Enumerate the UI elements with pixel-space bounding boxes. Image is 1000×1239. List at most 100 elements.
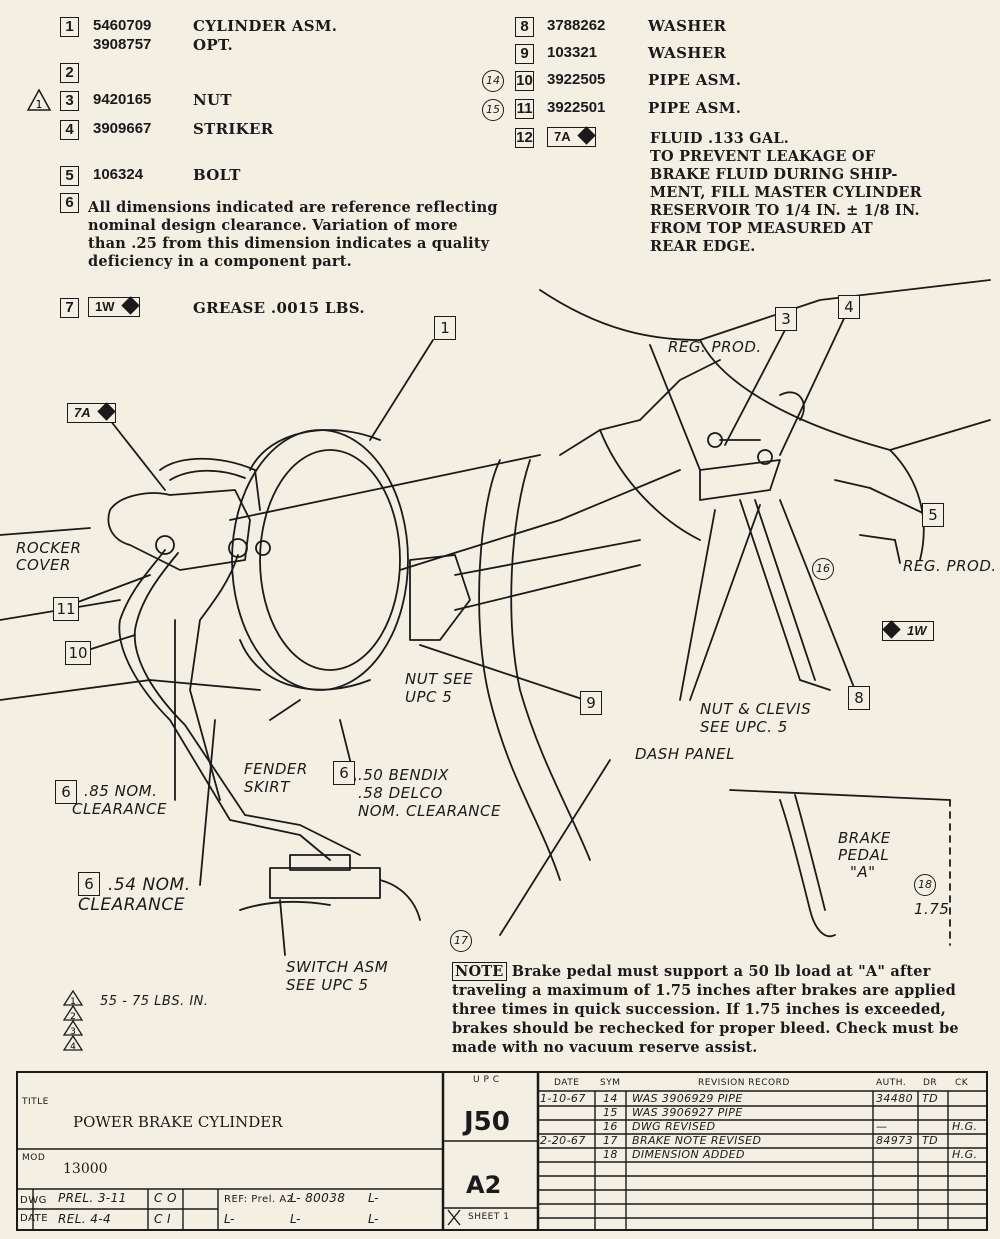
torque-spec: 55 - 75 LBS. IN. bbox=[100, 994, 209, 1009]
reg-prod-label: REG. PROD. bbox=[668, 338, 762, 356]
mod-number: 13000 bbox=[63, 1161, 108, 1177]
rev-date: 2-20-67 bbox=[540, 1134, 586, 1147]
part-number: 3922505 bbox=[547, 71, 606, 88]
fluid-note-line: REAR EDGE. bbox=[650, 238, 756, 255]
rev-auth: 34480 bbox=[876, 1092, 913, 1105]
callout-9: 9 bbox=[580, 691, 602, 715]
rev-dr: TD bbox=[922, 1092, 938, 1105]
rev-sym: 18 bbox=[603, 1148, 618, 1161]
part-desc-opt: OPT. bbox=[193, 36, 233, 54]
l-blank: L- bbox=[368, 1191, 379, 1205]
rev-dr: TD bbox=[922, 1134, 938, 1147]
circle-ref: 15 bbox=[482, 99, 504, 121]
rev-dr-header: DR bbox=[923, 1078, 938, 1088]
part-number: 3922501 bbox=[547, 99, 606, 116]
item-box-5: 5 bbox=[60, 166, 79, 186]
note-label: NOTE bbox=[452, 962, 507, 981]
item-box-3: 3 bbox=[60, 91, 79, 111]
item-box-11: 11 bbox=[515, 99, 534, 119]
rel-date: REL. 4-4 bbox=[58, 1212, 112, 1226]
item-box-10: 10 bbox=[515, 71, 534, 91]
callout-6: 6 bbox=[333, 761, 355, 785]
callout-4: 4 bbox=[838, 295, 860, 319]
callout-6: 6 bbox=[78, 872, 100, 896]
svg-text:3: 3 bbox=[70, 1027, 76, 1037]
diagram-tag-1w: 1W bbox=[882, 620, 934, 641]
mod-label: MOD bbox=[22, 1153, 46, 1163]
pedal-note: NOTE Brake pedal must support a 50 lb lo… bbox=[452, 962, 959, 1056]
rev-auth-header: AUTH. bbox=[876, 1078, 907, 1088]
revision-flags-icon: 1 2 3 4 bbox=[62, 990, 84, 1052]
item-box-1: 1 bbox=[60, 17, 79, 37]
dimension-note-line: deficiency in a component part. bbox=[88, 253, 352, 270]
fluid-note-line: BRAKE FLUID DURING SHIP- bbox=[650, 166, 898, 183]
callout-10: 10 bbox=[65, 641, 91, 665]
dwg-label: DWG bbox=[20, 1195, 47, 1206]
part-number: 9420165 bbox=[93, 91, 152, 108]
rev-sym-header: SYM bbox=[600, 1078, 621, 1088]
diagram-tag-7a: 7A bbox=[67, 402, 116, 423]
dimension-175-label: 1.75 bbox=[914, 900, 950, 918]
fluid-note-line: FROM TOP MEASURED AT bbox=[650, 220, 873, 237]
rev-record-header: REVISION RECORD bbox=[698, 1078, 790, 1088]
rev-sym: 17 bbox=[603, 1134, 618, 1147]
l-blank: L- bbox=[290, 1212, 301, 1226]
item-box-12: 12 bbox=[515, 128, 534, 148]
ref-label: REF: Prel. A2 bbox=[224, 1194, 294, 1205]
item-box-4: 4 bbox=[60, 120, 79, 140]
diamond-icon bbox=[96, 402, 116, 421]
rev-record: WAS 3906927 PIPE bbox=[632, 1106, 743, 1119]
callout-5: 5 bbox=[922, 503, 944, 527]
date-label: DATE bbox=[20, 1213, 49, 1224]
part-desc: CYLINDER ASM. bbox=[193, 17, 338, 35]
item-box-2: 2 bbox=[60, 63, 79, 83]
rev-sym: 16 bbox=[603, 1120, 618, 1133]
l-blank: L- bbox=[224, 1212, 235, 1226]
upc-code: J50 bbox=[464, 1107, 510, 1137]
part-desc: WASHER bbox=[648, 44, 727, 62]
part-desc: GREASE .0015 LBS. bbox=[193, 299, 365, 317]
svg-text:1: 1 bbox=[36, 98, 43, 111]
part-desc: PIPE ASM. bbox=[648, 71, 742, 89]
part-desc: PIPE ASM. bbox=[648, 99, 742, 117]
dash-panel-label: DASH PANEL bbox=[635, 745, 735, 763]
upc-label: U P C bbox=[473, 1075, 500, 1085]
dimension-note-line: nominal design clearance. Variation of m… bbox=[88, 217, 458, 234]
title-label: TITLE bbox=[22, 1097, 49, 1107]
fluid-note-line: TO PREVENT LEAKAGE OF bbox=[650, 148, 876, 165]
rev-ck: H.G. bbox=[952, 1148, 978, 1161]
rev-ck: H.G. bbox=[952, 1120, 978, 1133]
part-number: 5460709 bbox=[93, 17, 152, 34]
dimension-note-line: All dimensions indicated are reference r… bbox=[88, 199, 498, 216]
l-blank: L- bbox=[368, 1212, 379, 1226]
fluid-note-line: FLUID .133 GAL. bbox=[650, 130, 789, 147]
rev-auth: 84973 bbox=[876, 1134, 913, 1147]
rev-sym: 14 bbox=[603, 1092, 618, 1105]
tag-1w: 1W bbox=[88, 296, 140, 317]
clearance-85-label: .85 NOM.CLEARANCE bbox=[72, 782, 167, 818]
part-number: 3788262 bbox=[547, 17, 606, 34]
rev-record: WAS 3906929 PIPE bbox=[632, 1092, 743, 1105]
svg-text:2: 2 bbox=[70, 1012, 76, 1022]
drawing-title: POWER BRAKE CYLINDER bbox=[73, 1113, 283, 1131]
rev-sym: 15 bbox=[603, 1106, 618, 1119]
item-box-9: 9 bbox=[515, 44, 534, 64]
rev-date: 1-10-67 bbox=[540, 1092, 586, 1105]
rev-date-header: DATE bbox=[554, 1078, 580, 1088]
part-desc: WASHER bbox=[648, 17, 727, 35]
ci-code: C I bbox=[154, 1212, 171, 1226]
sheet-number: SHEET 1 bbox=[468, 1212, 510, 1222]
svg-text:1: 1 bbox=[70, 997, 76, 1007]
fluid-note-line: RESERVOIR TO 1/4 IN. ± 1/8 IN. bbox=[650, 202, 920, 219]
callout-11: 11 bbox=[53, 597, 79, 621]
part-desc: BOLT bbox=[193, 166, 241, 184]
brake-assembly-drawing bbox=[0, 279, 991, 956]
part-desc: NUT bbox=[193, 91, 232, 109]
l-number: L- 80038 bbox=[290, 1191, 346, 1205]
rev-record: DIMENSION ADDED bbox=[632, 1148, 745, 1161]
